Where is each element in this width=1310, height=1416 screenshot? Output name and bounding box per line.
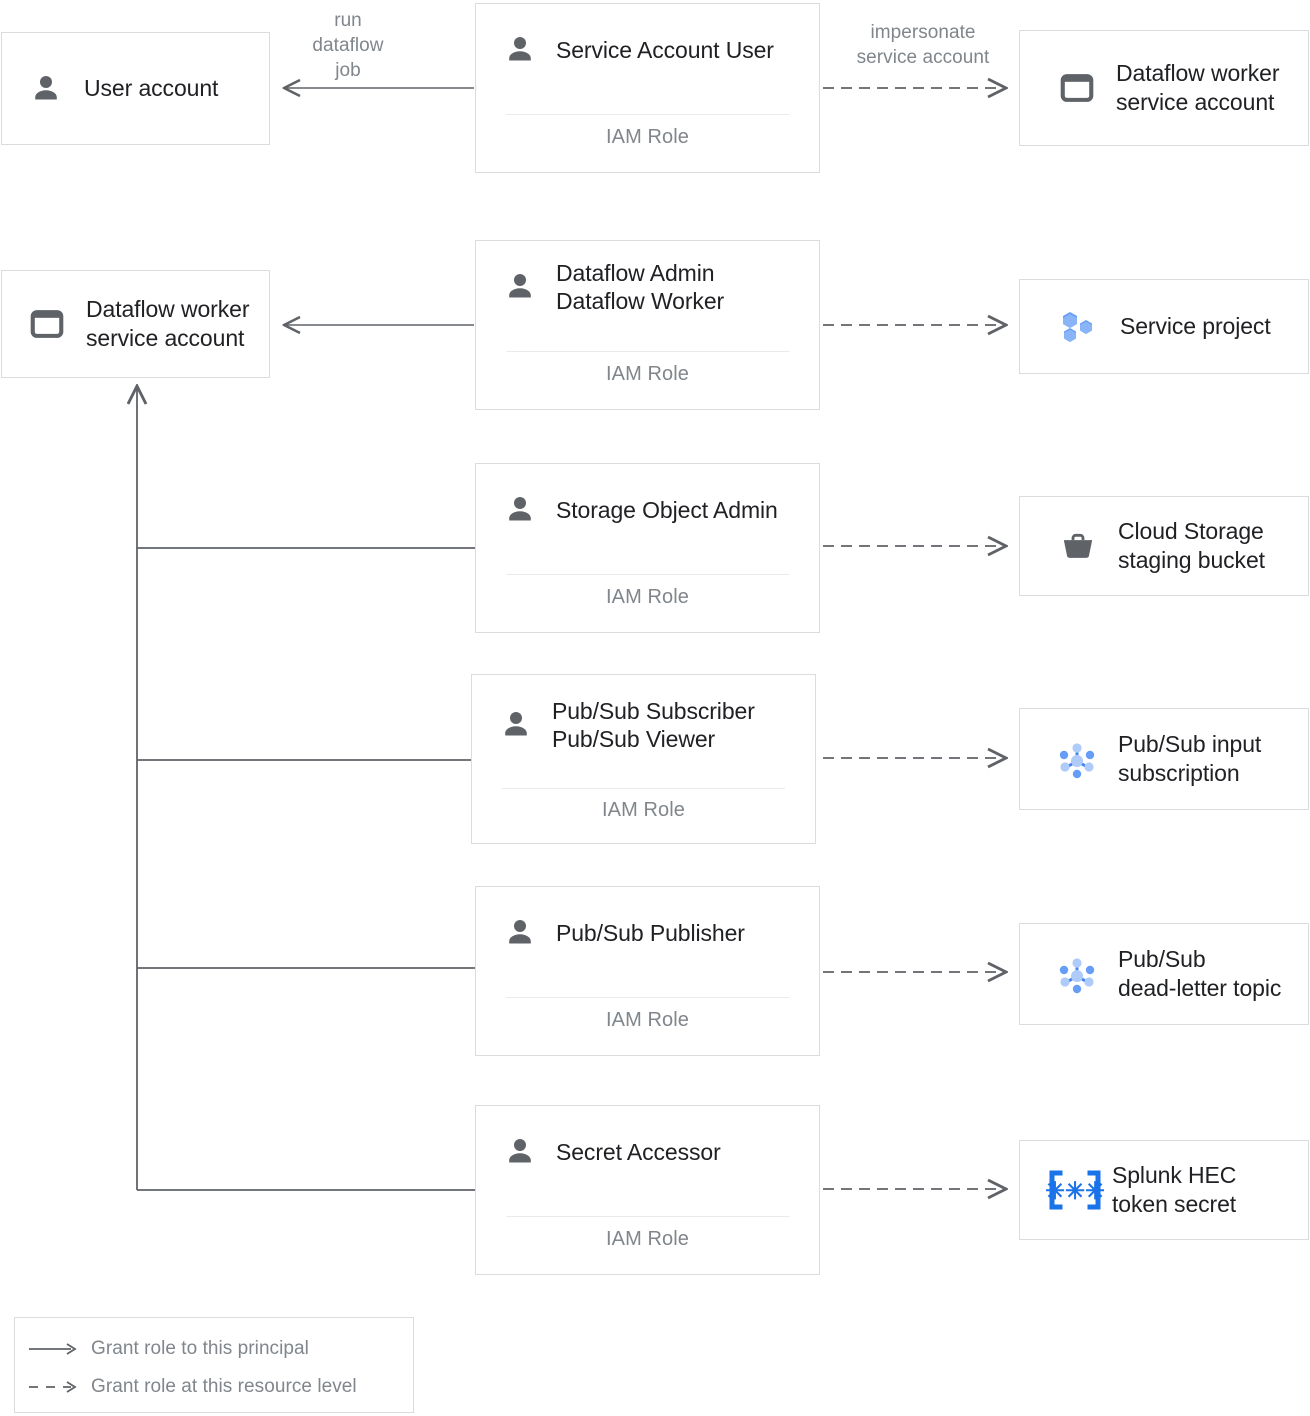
secret-icon: ✳✳✳ bbox=[1046, 1167, 1104, 1213]
person-icon bbox=[28, 71, 64, 107]
card-service-account-user-title: Service Account User bbox=[556, 36, 774, 63]
node-dataflow-worker-service-account[interactable]: Dataflow worker service account bbox=[1, 270, 270, 378]
node-pubsub-input-subscription[interactable]: Pub/Sub input subscription bbox=[1019, 708, 1309, 810]
person-icon bbox=[502, 269, 538, 305]
node-service-project-label: Service project bbox=[1120, 312, 1271, 339]
card-storage-object-admin-top: Storage Object Admin bbox=[476, 464, 819, 556]
card-secret-accessor[interactable]: Secret Accessor IAM Role bbox=[475, 1105, 820, 1275]
card-pubsub-publisher-title: Pub/Sub Publisher bbox=[556, 919, 745, 946]
edge-label-impersonate-service-account: impersonate service account bbox=[856, 22, 990, 69]
card-storage-object-admin-subtitle: IAM Role bbox=[605, 586, 690, 608]
card-divider bbox=[506, 997, 789, 998]
card-pubsub-publisher-subtitle: IAM Role bbox=[605, 1009, 690, 1031]
card-secret-accessor-subtitle: IAM Role bbox=[605, 1228, 690, 1250]
card-pubsub-subscriber-viewer-subtitle: IAM Role bbox=[601, 799, 686, 821]
card-pubsub-subscriber-viewer-title: Pub/Sub Subscriber Pub/Sub Viewer bbox=[552, 697, 755, 752]
person-icon bbox=[502, 32, 538, 68]
card-dataflow-admin-worker-subtitle: IAM Role bbox=[605, 363, 690, 385]
node-user-account-inner: User account bbox=[2, 33, 269, 144]
legend-item-grant-at-resource-level-label: Grant role at this resource level bbox=[91, 1376, 357, 1397]
solid-arrow-icon bbox=[15, 1341, 91, 1357]
card-service-account-user-subtitle: IAM Role bbox=[605, 126, 690, 148]
svg-text:✳✳✳: ✳✳✳ bbox=[1046, 1178, 1104, 1205]
legend-item-grant-to-principal: Grant role to this principal bbox=[15, 1332, 413, 1366]
card-storage-object-admin-title: Storage Object Admin bbox=[556, 496, 778, 523]
person-icon bbox=[502, 915, 538, 951]
pubsub-icon bbox=[1050, 732, 1104, 786]
service-account-icon bbox=[1058, 69, 1096, 107]
person-icon bbox=[498, 707, 534, 743]
card-secret-accessor-title: Secret Accessor bbox=[556, 1138, 721, 1165]
card-pubsub-subscriber-viewer-top: Pub/Sub Subscriber Pub/Sub Viewer bbox=[472, 675, 815, 775]
node-service-project[interactable]: Service project bbox=[1019, 279, 1309, 374]
node-pubsub-input-subscription-label: Pub/Sub input subscription bbox=[1118, 730, 1262, 786]
card-divider bbox=[506, 351, 789, 352]
legend-item-grant-to-principal-label: Grant role to this principal bbox=[91, 1338, 309, 1359]
card-pubsub-subscriber-viewer[interactable]: Pub/Sub Subscriber Pub/Sub Viewer IAM Ro… bbox=[471, 674, 816, 844]
person-icon bbox=[502, 1134, 538, 1170]
project-hexagons-icon bbox=[1056, 305, 1100, 349]
card-secret-accessor-top: Secret Accessor bbox=[476, 1106, 819, 1198]
node-cloud-storage-staging-bucket[interactable]: Cloud Storage staging bucket bbox=[1019, 496, 1309, 596]
card-dataflow-admin-worker-top: Dataflow Admin Dataflow Worker bbox=[476, 241, 819, 333]
pubsub-icon bbox=[1050, 947, 1104, 1001]
dashed-arrow-icon bbox=[15, 1379, 91, 1395]
node-resource-inner: Cloud Storage staging bucket bbox=[1020, 497, 1308, 595]
node-splunk-hec-token-secret-label: Splunk HEC token secret bbox=[1112, 1161, 1237, 1217]
node-dataflow-worker-service-account-target[interactable]: Dataflow worker service account bbox=[1019, 30, 1309, 146]
person-icon bbox=[502, 492, 538, 528]
node-cloud-storage-label: Cloud Storage staging bucket bbox=[1118, 517, 1265, 573]
node-pubsub-dead-letter-topic-label: Pub/Sub dead-letter topic bbox=[1118, 945, 1282, 1001]
node-resource-inner: Dataflow worker service account bbox=[1020, 31, 1308, 145]
node-pubsub-dead-letter-topic[interactable]: Pub/Sub dead-letter topic bbox=[1019, 923, 1309, 1025]
node-splunk-hec-token-secret[interactable]: ✳✳✳ Splunk HEC token secret bbox=[1019, 1140, 1309, 1240]
card-dataflow-admin-worker[interactable]: Dataflow Admin Dataflow Worker IAM Role bbox=[475, 240, 820, 410]
card-divider bbox=[506, 1216, 789, 1217]
node-resource-inner: ✳✳✳ Splunk HEC token secret bbox=[1020, 1141, 1308, 1239]
card-service-account-user[interactable]: Service Account User IAM Role bbox=[475, 3, 820, 173]
card-dataflow-admin-worker-title: Dataflow Admin Dataflow Worker bbox=[556, 259, 725, 314]
node-dataflow-worker-sa-label: Dataflow worker service account bbox=[86, 295, 250, 351]
card-divider bbox=[506, 114, 789, 115]
edge-trunk-to-dataflow-worker-sa bbox=[137, 386, 476, 1191]
node-resource-inner: Service project bbox=[1020, 280, 1308, 373]
card-storage-object-admin[interactable]: Storage Object Admin IAM Role bbox=[475, 463, 820, 633]
node-user-account[interactable]: User account bbox=[1, 32, 270, 145]
legend: Grant role to this principal Grant role … bbox=[14, 1317, 414, 1413]
node-user-account-label: User account bbox=[84, 74, 219, 101]
edge-label-run-dataflow-job: run dataflow job bbox=[312, 10, 384, 82]
card-divider bbox=[506, 574, 789, 575]
card-pubsub-publisher-top: Pub/Sub Publisher bbox=[476, 887, 819, 979]
node-dataflow-worker-sa-target-label: Dataflow worker service account bbox=[1116, 59, 1280, 115]
card-service-account-user-top: Service Account User bbox=[476, 4, 819, 96]
bucket-icon bbox=[1058, 526, 1098, 566]
card-pubsub-publisher[interactable]: Pub/Sub Publisher IAM Role bbox=[475, 886, 820, 1056]
legend-item-grant-at-resource-level: Grant role at this resource level bbox=[15, 1370, 413, 1404]
node-resource-inner: Pub/Sub dead-letter topic bbox=[1020, 924, 1308, 1024]
node-dataflow-worker-sa-inner: Dataflow worker service account bbox=[2, 271, 269, 377]
node-resource-inner: Pub/Sub input subscription bbox=[1020, 709, 1308, 809]
service-account-icon bbox=[28, 305, 66, 343]
card-divider bbox=[502, 788, 785, 789]
